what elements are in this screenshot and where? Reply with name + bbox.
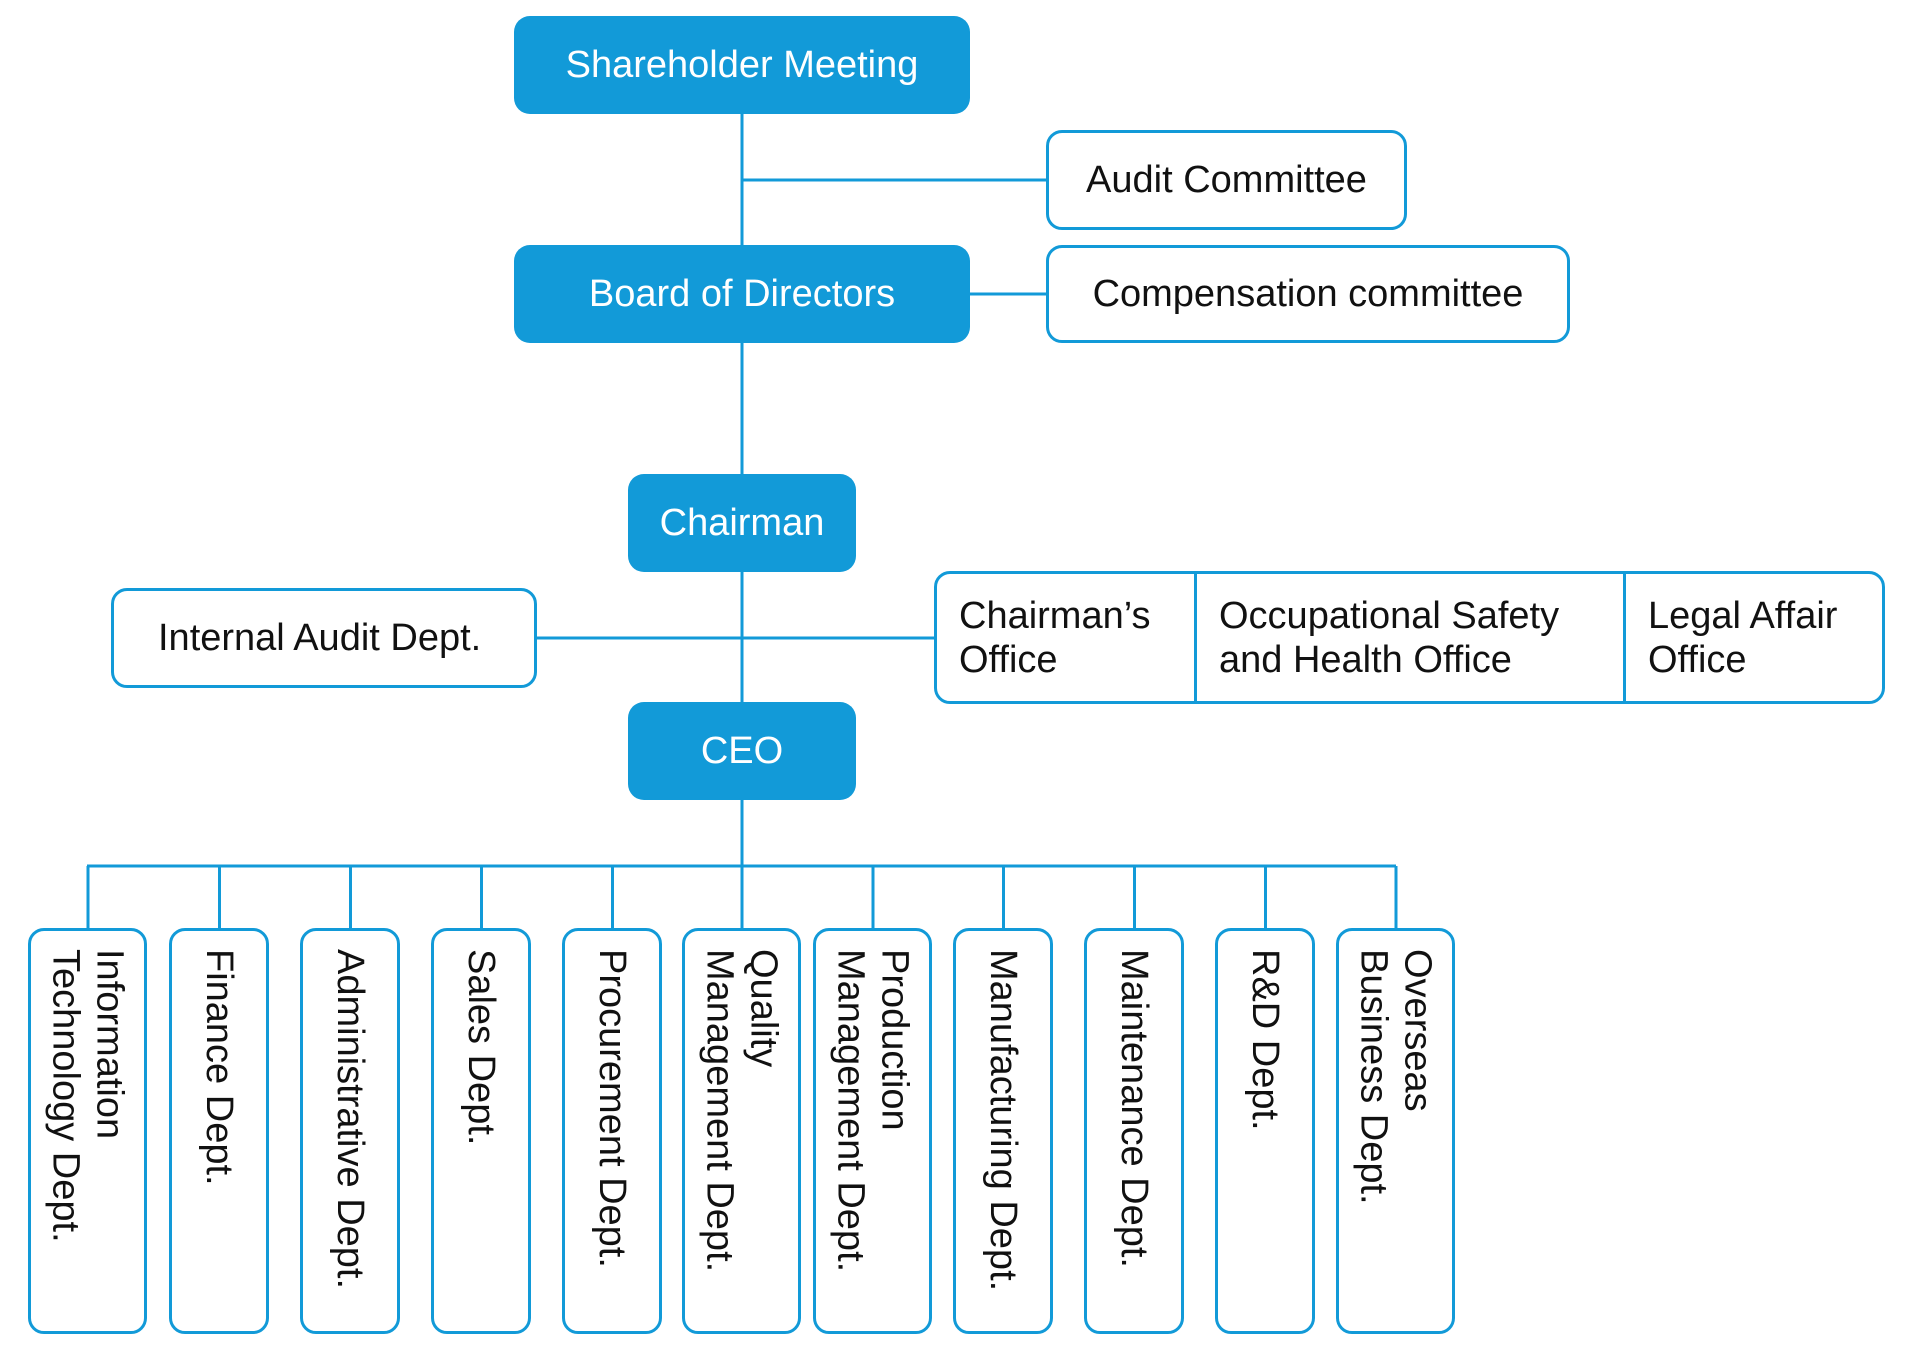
shareholder-meeting-box: Shareholder Meeting [514,16,970,114]
ceo-box: CEO [628,702,856,800]
ceo-label: CEO [700,729,784,772]
dept-label: Sales Dept. [460,949,502,1146]
dept-quality-management: Quality Management Dept. [682,928,801,1334]
dept-label: R&D Dept. [1244,949,1286,1131]
dept-finance: Finance Dept. [169,928,269,1334]
dept-information-technology: Information Technology Dept. [28,928,147,1334]
dept-manufacturing: Manufacturing Dept. [953,928,1053,1334]
dept-label: Maintenance Dept. [1113,949,1155,1268]
compensation-committee-box: Compensation committee [1046,245,1570,343]
safety-health-office-cell: Occupational Safety and Health Office [1197,574,1626,701]
chairman-box: Chairman [628,474,856,572]
dept-procurement: Procurement Dept. [562,928,662,1334]
dept-label: Administrative Dept. [329,949,371,1290]
chairmans-office-label: Chairman’s Office [959,594,1151,681]
dept-label: Manufacturing Dept. [982,949,1024,1292]
dept-sales: Sales Dept. [431,928,531,1334]
dept-label: Quality Management Dept. [698,949,785,1273]
dept-label: Information Technology Dept. [44,949,131,1243]
dept-overseas-business: Overseas Business Dept. [1336,928,1455,1334]
internal-audit-label: Internal Audit Dept. [158,616,482,659]
dept-rnd: R&D Dept. [1215,928,1315,1334]
dept-label: Procurement Dept. [591,949,633,1268]
legal-affair-office-cell: Legal Affair Office [1626,574,1882,701]
audit-committee-label: Audit Committee [1086,158,1367,201]
dept-label: Overseas Business Dept. [1352,949,1439,1205]
shareholder-meeting-label: Shareholder Meeting [565,43,919,86]
department-drop-lines [86,866,1398,929]
dept-label: Production Management Dept. [829,949,916,1273]
board-of-directors-box: Board of Directors [514,245,970,343]
chairman-offices-group: Chairman’s Office Occupational Safety an… [934,571,1885,704]
chairmans-office-cell: Chairman’s Office [937,574,1197,701]
dept-maintenance: Maintenance Dept. [1084,928,1184,1334]
internal-audit-box: Internal Audit Dept. [111,588,537,688]
chairman-label: Chairman [659,501,825,544]
legal-affair-office-label: Legal Affair Office [1648,594,1838,681]
board-of-directors-label: Board of Directors [588,272,896,315]
compensation-committee-label: Compensation committee [1092,272,1524,315]
audit-committee-box: Audit Committee [1046,130,1407,230]
dept-administrative: Administrative Dept. [300,928,400,1334]
dept-production-management: Production Management Dept. [813,928,932,1334]
safety-health-office-label: Occupational Safety and Health Office [1219,594,1560,681]
dept-label: Finance Dept. [198,949,240,1186]
